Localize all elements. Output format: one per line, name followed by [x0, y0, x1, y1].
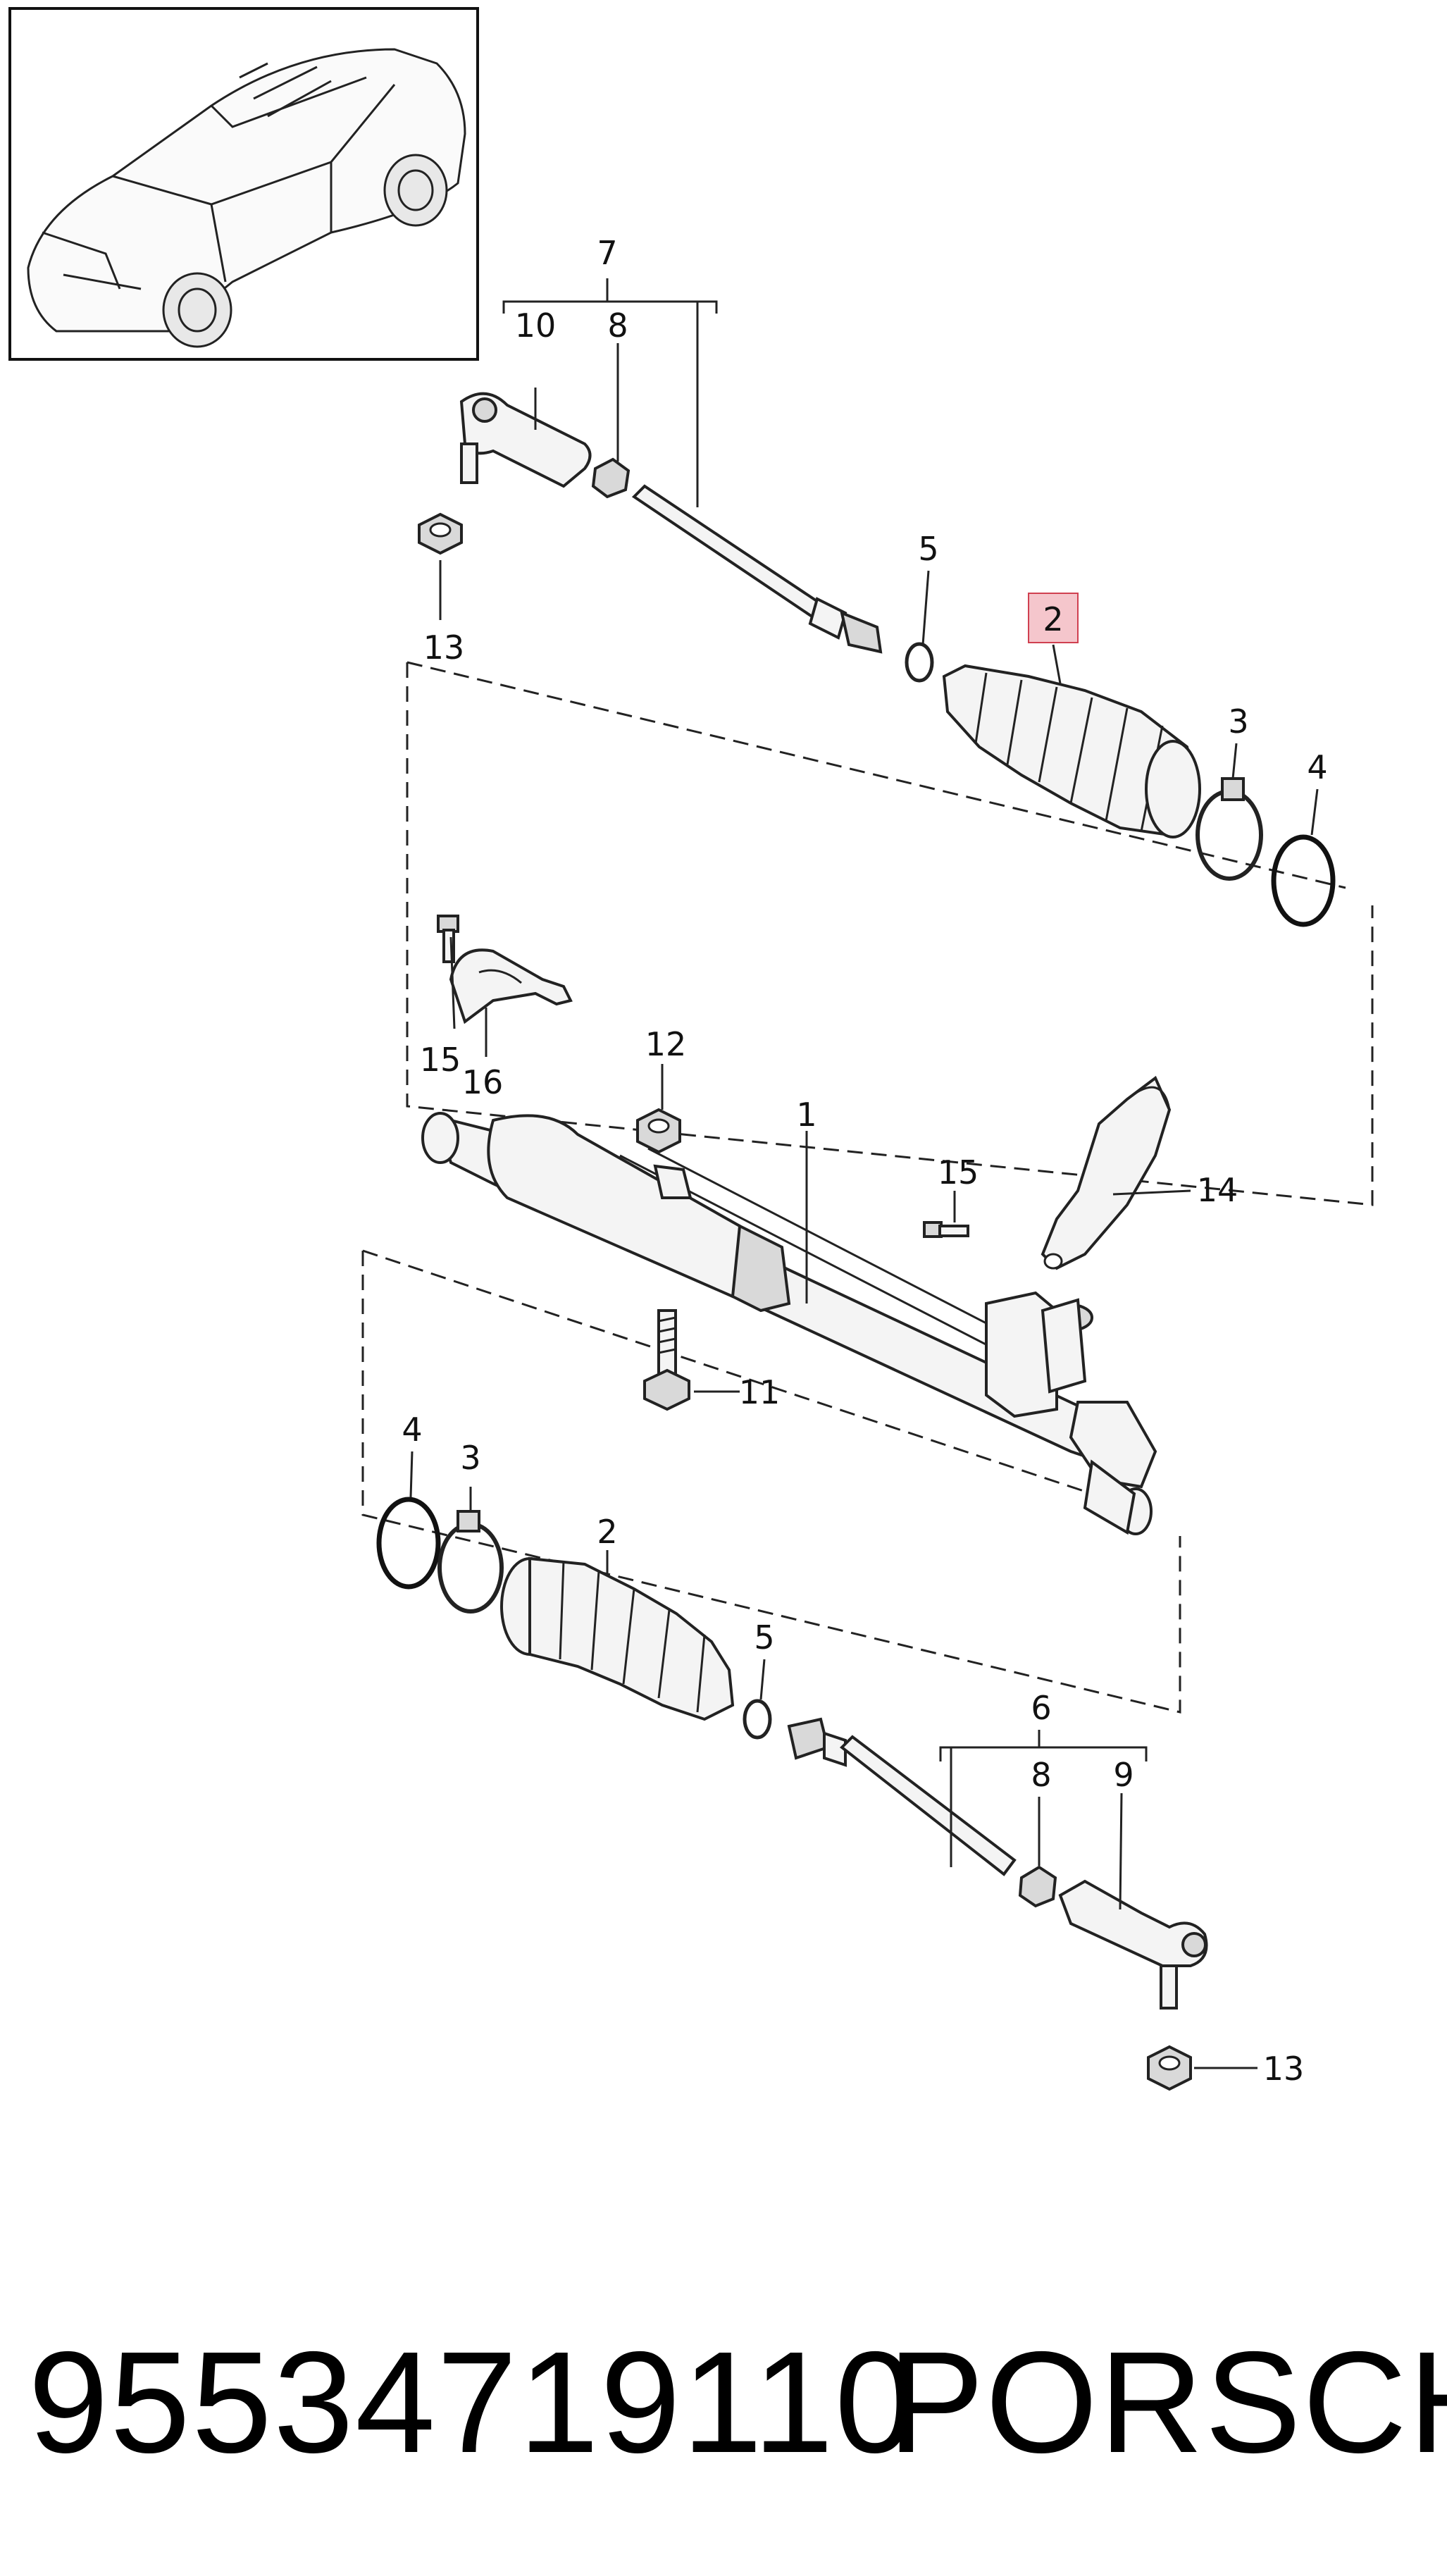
callout-3-bottom: 3 — [460, 1439, 480, 1477]
heat-shield-14 — [1041, 1075, 1172, 1270]
upper-clamp — [1196, 777, 1263, 881]
callout-15-left: 15 — [420, 1041, 461, 1079]
callout-10: 10 — [515, 306, 557, 345]
lower-dashed-frame — [361, 1249, 1181, 1714]
callout-1: 1 — [796, 1096, 816, 1134]
callout-2-top: 2 — [1043, 600, 1063, 638]
lower-bellows — [500, 1556, 735, 1721]
steering-rack — [421, 1112, 1157, 1535]
callout-11: 11 — [739, 1373, 781, 1411]
lower-tie-rod-end — [1058, 1879, 1208, 2010]
callout-12: 12 — [645, 1025, 687, 1063]
bolt-15-left — [437, 915, 459, 963]
callout-8-bottom: 8 — [1031, 1756, 1051, 1794]
lower-nut-13 — [1147, 2045, 1192, 2091]
bolt-15-right — [923, 1221, 969, 1238]
lower-lock-nut — [1018, 1865, 1057, 1908]
bracket-16 — [449, 948, 573, 1024]
callout-7: 7 — [597, 234, 617, 272]
callout-8-top: 8 — [607, 306, 628, 345]
lower-retaining-ring — [743, 1699, 772, 1740]
vehicle-thumbnail — [8, 7, 479, 361]
nut-12 — [636, 1108, 681, 1154]
callout-13-top: 13 — [423, 628, 465, 667]
callout-13-bottom: 13 — [1263, 2050, 1305, 2088]
upper-inner-tie-rod — [631, 484, 883, 654]
callout-14: 14 — [1197, 1171, 1238, 1209]
callout-2-highlighted: 2 — [1028, 593, 1079, 643]
bolt-11 — [643, 1309, 690, 1411]
callout-16: 16 — [462, 1063, 504, 1101]
callout-3-top: 3 — [1228, 702, 1248, 741]
upper-tie-rod-end — [459, 392, 592, 488]
brand-name: PORSCHE — [888, 2322, 1447, 2483]
lower-inner-tie-rod — [787, 1717, 1017, 1876]
callout-6: 6 — [1031, 1689, 1051, 1727]
callout-4-bottom: 4 — [402, 1411, 422, 1449]
callout-4-top: 4 — [1307, 748, 1327, 786]
callout-2-bottom: 2 — [597, 1513, 617, 1551]
lower-clamp — [437, 1510, 504, 1614]
upper-dashed-frame — [406, 661, 1374, 1206]
upper-retaining-ring — [905, 642, 934, 683]
part-number: 95534719110 — [28, 2322, 917, 2483]
callout-9: 9 — [1113, 1756, 1134, 1794]
upper-lock-nut — [591, 457, 631, 499]
callout-labels: 7 10 8 13 5 2 3 4 15 16 12 1 15 14 11 4 … — [402, 234, 1327, 2088]
upper-nut-13 — [418, 512, 463, 555]
upper-bellows — [942, 664, 1201, 838]
callout-5-top: 5 — [918, 530, 938, 568]
callout-15-right: 15 — [938, 1153, 979, 1191]
leader-lines — [409, 278, 1319, 2069]
lower-o-ring — [376, 1497, 441, 1590]
callout-5-bottom: 5 — [754, 1618, 774, 1657]
upper-o-ring — [1271, 834, 1336, 927]
footer-caption: 95534719110 PORSCHE — [28, 2322, 1447, 2483]
